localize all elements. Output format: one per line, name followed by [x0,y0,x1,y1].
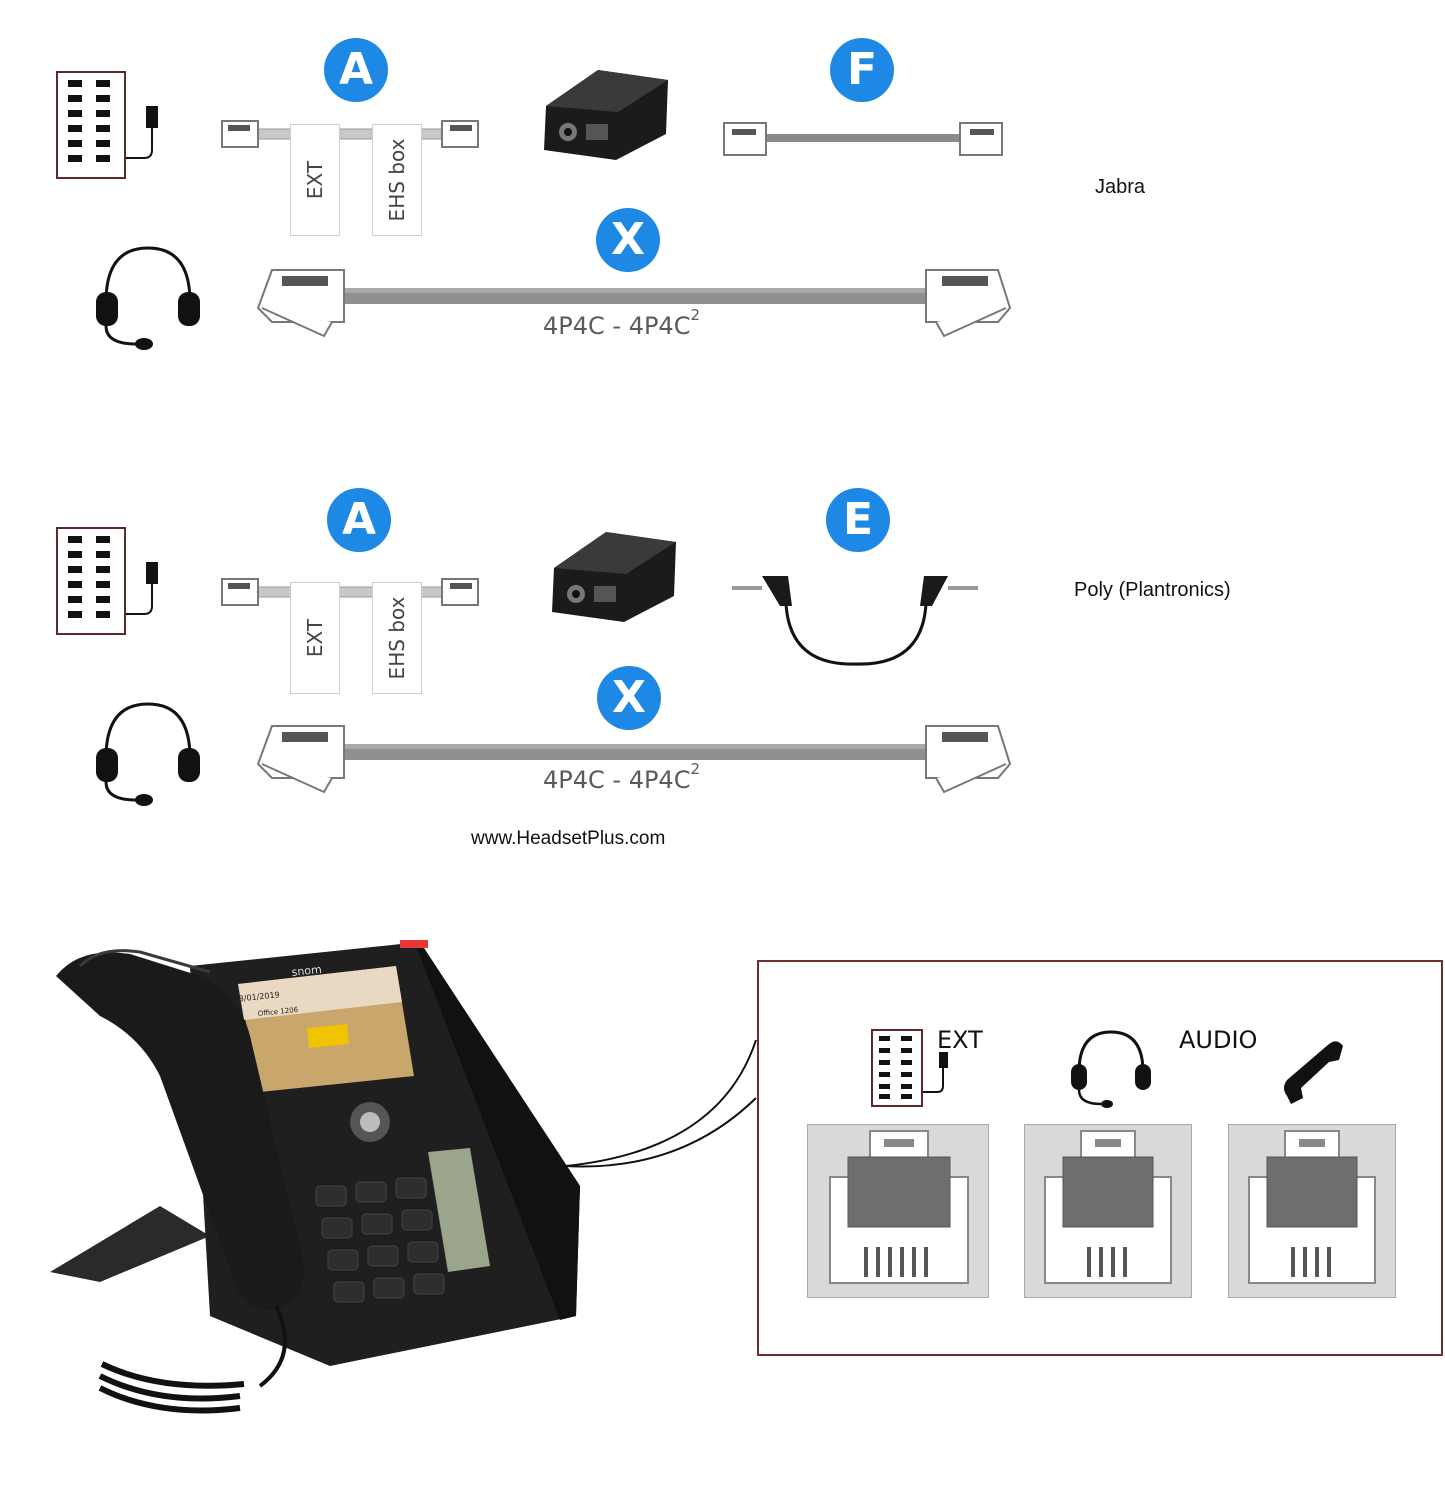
cable-e [732,576,978,666]
expansion-module-icon [871,1029,948,1107]
expansion-module-icon [56,71,158,179]
headset-icon [96,246,200,350]
cable-f [723,122,1003,156]
tag-ext: EXT [290,582,340,694]
tag-ehs-box: EHS box [372,582,422,694]
rj-port-icon [829,1130,969,1284]
audio-port-label: AUDIO [1179,1026,1258,1054]
badge-a: A [324,38,388,102]
badge-x: X [597,666,661,730]
ehs-adapter-box [544,70,668,160]
handset-icon [1284,1041,1343,1104]
phone-brand: snom [291,963,322,979]
tag-ext: EXT [290,124,340,236]
cable-x-label: 4P4C - 4P4C2 [543,760,701,794]
headset-icon [96,702,200,806]
badge-x: X [596,208,660,272]
desk-phone-illustration: snom 03/01/2019 Office 1206 [50,940,580,1414]
audio-port[interactable] [1024,1124,1192,1298]
ext-port-label: EXT [937,1026,983,1054]
tag-ehs-box: EHS box [372,124,422,236]
port-panel: EXT AUDIO [757,960,1443,1356]
cable-x-label: 4P4C - 4P4C2 [543,306,701,340]
callout-pointer [565,1039,757,1168]
rj-port-icon [1044,1130,1172,1284]
badge-f: F [830,38,894,102]
website-link[interactable]: www.HeadsetPlus.com [471,828,666,849]
splitter-cable-a [221,120,479,148]
headset-icon [1071,1030,1151,1108]
handset-port[interactable] [1228,1124,1396,1298]
expansion-module-icon [56,527,158,635]
rj-port-icon [1248,1130,1376,1284]
badge-a: A [327,488,391,552]
ehs-adapter-box [552,532,676,622]
badge-e: E [826,488,890,552]
splitter-cable-a [221,578,479,606]
label-poly: Poly (Plantronics) [1074,579,1231,601]
label-jabra: Jabra [1095,176,1146,198]
cable-x [256,269,1012,338]
ext-port[interactable] [807,1124,989,1298]
cable-x [256,725,1012,794]
